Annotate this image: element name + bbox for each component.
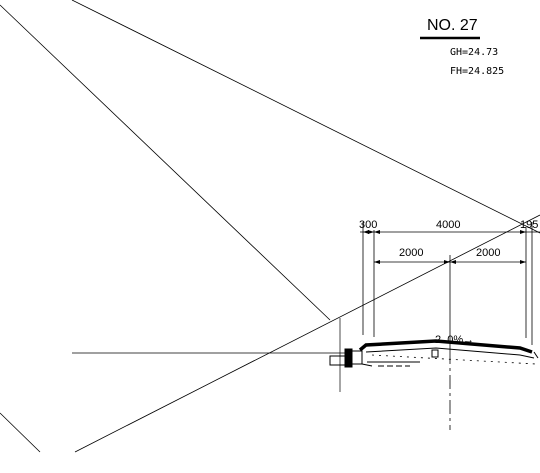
- dim-4000: 4000: [436, 219, 460, 231]
- dim-2000-left: 2000: [399, 247, 423, 259]
- ground-height-label: GH=24.73: [450, 47, 498, 58]
- diagonal-lines: [0, 0, 540, 453]
- section-title: NO. 27: [427, 17, 478, 34]
- dim-2000-right: 2000: [476, 247, 500, 259]
- dim-195: 195: [520, 219, 538, 231]
- road-surface: [358, 339, 539, 365]
- dim-300: 300: [359, 219, 377, 231]
- slope-arrow: →: [463, 334, 474, 346]
- curb-detail: [329, 318, 439, 392]
- dimension-lines: [360, 222, 540, 350]
- formation-height-label: FH=24.825: [450, 66, 504, 77]
- dimension-arrows: [363, 230, 526, 264]
